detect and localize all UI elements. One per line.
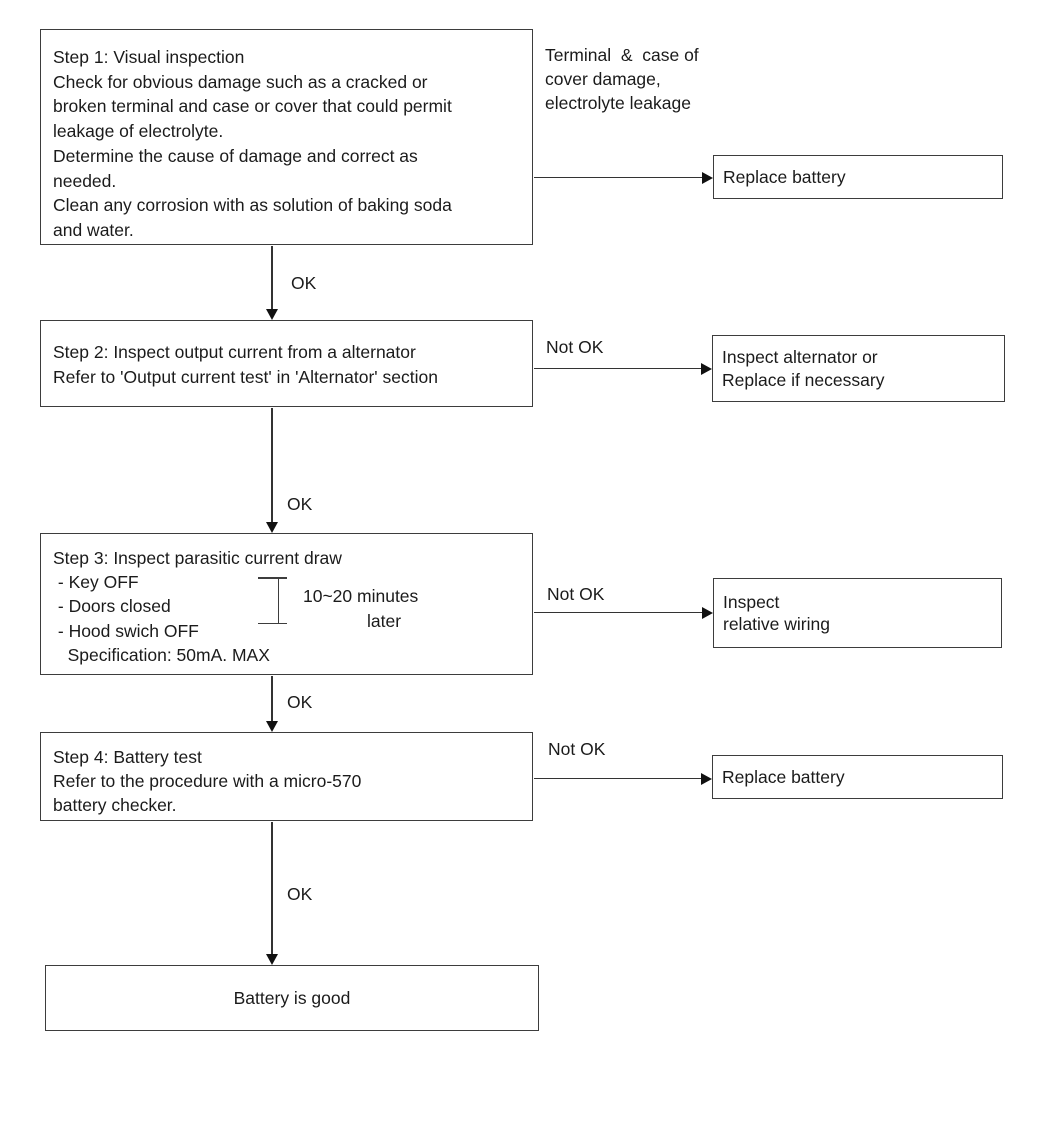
- step3-text: Step 3: Inspect parasitic current draw -…: [53, 548, 342, 665]
- action-replace-battery-1-text: Replace battery: [723, 166, 846, 187]
- arrow-line-step3-action: [534, 611, 702, 614]
- step2-text: Step 2: Inspect output current from a al…: [53, 342, 438, 387]
- step3-box: Step 3: Inspect parasitic current draw -…: [40, 533, 533, 675]
- ok-label-3: OK: [287, 692, 313, 712]
- action-box-replace-battery-1: Replace battery: [713, 155, 1003, 199]
- not-ok-label-3: Not OK: [548, 739, 606, 759]
- step1-condition-note: Terminal & case of cover damage, electro…: [545, 45, 699, 113]
- ok-label-1: OK: [291, 273, 317, 293]
- arrowhead-right-icon: [701, 362, 712, 375]
- timing-note-line2: later: [367, 611, 402, 631]
- step1-box: Step 1: Visual inspection Check for obvi…: [40, 29, 533, 245]
- step1-text: Step 1: Visual inspection Check for obvi…: [53, 47, 452, 240]
- arrow-line-step1-step2: [271, 246, 273, 310]
- action-replace-battery-2-text: Replace battery: [722, 766, 845, 787]
- arrowhead-down-icon: [266, 309, 278, 320]
- action-box-inspect-wiring: Inspect relative wiring: [713, 578, 1002, 648]
- step2-box: Step 2: Inspect output current from a al…: [40, 320, 533, 407]
- arrowhead-down-icon: [266, 522, 278, 533]
- arrow-line-step1-action: [534, 176, 702, 179]
- timing-note-line1: 10~20 minutes: [303, 586, 419, 606]
- arrowhead-down-icon: [266, 721, 278, 732]
- arrowhead-down-icon: [266, 954, 278, 965]
- arrowhead-right-icon: [701, 772, 712, 785]
- arrow-line-step3-step4: [271, 676, 273, 722]
- arrowhead-right-icon: [702, 171, 713, 184]
- arrow-line-step4-result: [271, 822, 273, 954]
- ok-label-2: OK: [287, 494, 313, 514]
- arrow-line-step2-step3: [271, 408, 273, 522]
- result-text: Battery is good: [233, 987, 351, 1008]
- arrow-line-step2-action: [534, 367, 701, 370]
- result-box: Battery is good: [45, 965, 539, 1031]
- ok-label-4: OK: [287, 884, 313, 904]
- step4-text: Step 4: Battery test Refer to the proced…: [53, 747, 362, 816]
- action-inspect-wiring-text: Inspect relative wiring: [723, 591, 830, 635]
- grouping-bracket-vertical: [277, 577, 280, 624]
- arrowhead-right-icon: [702, 606, 713, 619]
- grouping-bracket-bottom: [258, 622, 287, 625]
- step4-box: Step 4: Battery test Refer to the proced…: [40, 732, 533, 821]
- action-box-inspect-alternator: Inspect alternator or Replace if necessa…: [712, 335, 1005, 402]
- not-ok-label-1: Not OK: [546, 337, 604, 357]
- grouping-bracket-top: [258, 577, 287, 579]
- action-box-replace-battery-2: Replace battery: [712, 755, 1003, 799]
- action-inspect-alternator-text: Inspect alternator or Replace if necessa…: [722, 347, 885, 390]
- not-ok-label-2: Not OK: [547, 584, 605, 604]
- arrow-line-step4-action: [534, 777, 701, 780]
